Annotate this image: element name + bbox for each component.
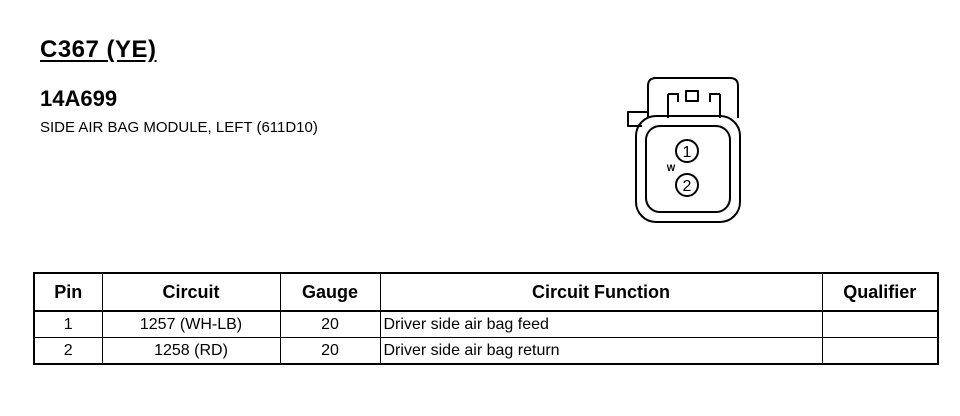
cell-circuit: 1258 (RD) xyxy=(101,337,281,365)
connector-latch xyxy=(647,77,739,118)
pin-cavity-2 xyxy=(675,173,699,197)
table-row: 2 1258 (RD) 20 Driver side air bag retur… xyxy=(33,337,939,365)
side-tab xyxy=(627,111,648,127)
cell-pin: 2 xyxy=(33,337,103,365)
pin-label-1: 1 xyxy=(683,144,692,161)
table-header-row: Pin Circuit Gauge Circuit Function Quali… xyxy=(33,272,939,312)
col-header-circuit: Circuit xyxy=(101,272,281,312)
pin-label-2: 2 xyxy=(683,178,692,195)
connector-face-drawing: 1 2 W xyxy=(627,77,741,223)
col-header-pin: Pin xyxy=(33,272,103,312)
cell-gauge: 20 xyxy=(279,310,381,338)
cell-circuit-function: Driver side air bag feed xyxy=(379,310,823,338)
table-row: 1 1257 (WH-LB) 20 Driver side air bag fe… xyxy=(33,310,939,338)
latch-key xyxy=(685,90,699,102)
connector-description: SIDE AIR BAG MODULE, LEFT (611D10) xyxy=(40,119,318,136)
cell-circuit: 1257 (WH-LB) xyxy=(101,310,281,338)
col-header-gauge: Gauge xyxy=(279,272,381,312)
col-header-qualifier: Qualifier xyxy=(821,272,939,312)
keyway-label: W xyxy=(667,163,676,173)
connector-housing xyxy=(635,115,741,223)
connector-id: C367 (YE) xyxy=(40,36,157,63)
pin-cavity-1 xyxy=(675,139,699,163)
latch-notch-right xyxy=(709,93,721,118)
col-header-circuit-function: Circuit Function xyxy=(379,272,823,312)
part-number: 14A699 xyxy=(40,86,118,111)
cell-qualifier xyxy=(821,310,939,338)
connector-face xyxy=(645,125,731,213)
cell-qualifier xyxy=(821,337,939,365)
pin-table: Pin Circuit Gauge Circuit Function Quali… xyxy=(33,272,939,365)
cell-circuit-function: Driver side air bag return xyxy=(379,337,823,365)
cell-pin: 1 xyxy=(33,310,103,338)
latch-notch-left xyxy=(667,93,679,118)
cell-gauge: 20 xyxy=(279,337,381,365)
